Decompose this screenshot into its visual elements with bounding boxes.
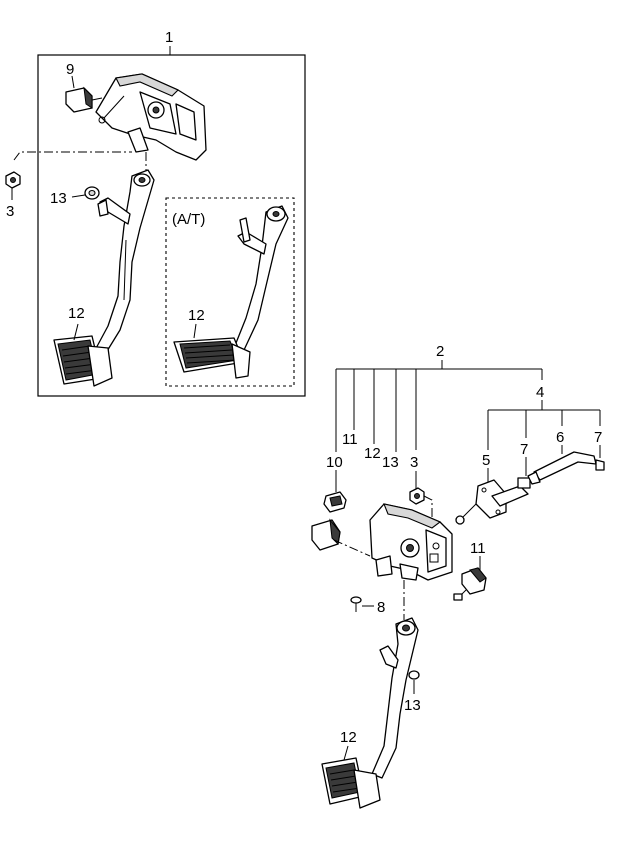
callout-5: 5 [482,452,490,469]
pedal-bracket-top [95,73,207,161]
clutch-pedal-arm-top [93,169,155,357]
assembly-box-1: 1 [37,29,306,397]
nut-right [409,487,433,520]
stop-lamp-switch: 9 [65,61,103,113]
clutch-hose [527,451,605,485]
clip-part-10 [323,491,347,513]
at-variant-box [165,197,295,387]
bolt-part-8: 8 [350,580,405,620]
callout-11-right: 11 [470,540,486,557]
bushing-bottom: 13 [404,670,421,714]
callout-13-bracket: 13 [382,454,399,471]
callout-2: 2 [436,343,444,360]
bushing-top: 13 [50,186,100,207]
callout-12-at: 12 [188,307,205,324]
pedal-bracket-bottom [369,503,453,581]
callout-3-left: 3 [6,203,14,220]
callout-7-b: 7 [594,429,602,446]
callout-9: 9 [66,61,74,78]
callout-12-bottom: 12 [340,729,357,746]
brake-pedal-pad-at: 12 [173,307,251,379]
callout-1: 1 [165,29,173,46]
callout-13-top: 13 [50,190,67,207]
callout-10: 10 [326,454,343,471]
clutch-switch-right: 11 [453,540,487,601]
clutch-pedal-pad-top: 12 [53,305,113,387]
nut-left: 3 [5,171,21,220]
callout-8: 8 [377,599,385,616]
clutch-master-cylinder [455,477,531,525]
callout-13-bottom: 13 [404,697,421,714]
clutch-pedal-arm-bottom [371,617,419,779]
brake-pedal-arm-at [233,205,289,351]
callout-11-bracket: 11 [342,431,358,448]
callout-6: 6 [556,429,564,446]
switch-connector [311,518,371,557]
leader-bracket-4: 4 5 7 6 7 [482,369,602,484]
leader-bracket-2: 2 10 11 12 13 3 [326,343,542,492]
callout-12-bracket: 12 [364,445,381,462]
at-label: (A/T) [172,211,205,228]
clutch-pedal-pad-bottom: 12 [321,729,381,809]
callout-12-mt: 12 [68,305,85,322]
callout-4: 4 [536,384,544,401]
callout-3-right: 3 [410,454,418,471]
callout-7-a: 7 [520,441,528,458]
